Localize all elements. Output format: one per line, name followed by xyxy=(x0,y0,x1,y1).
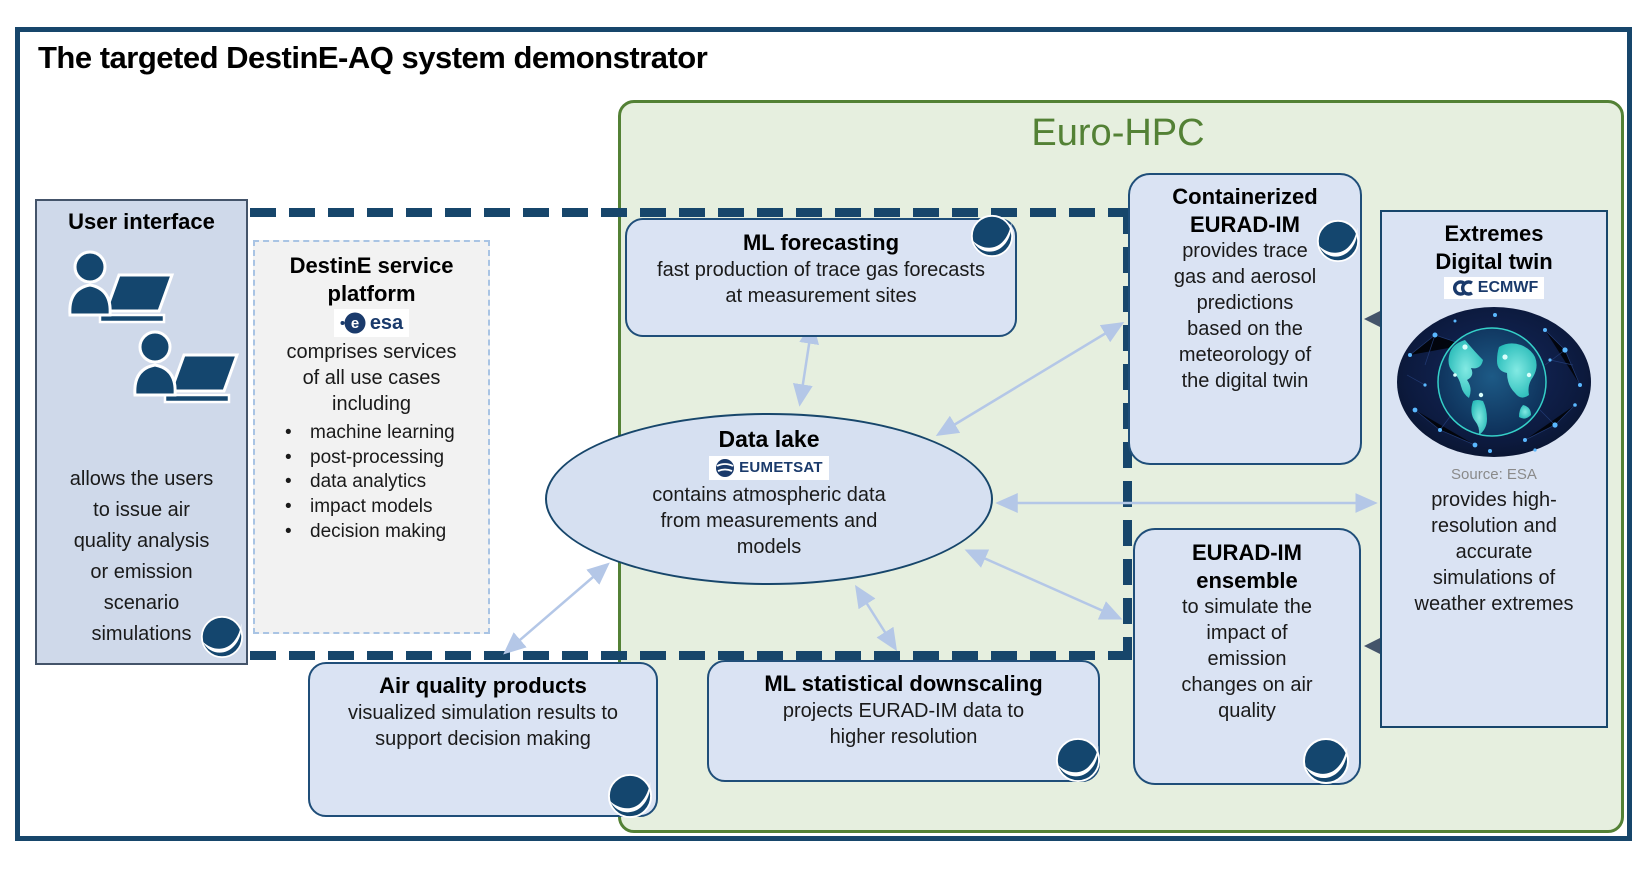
list-item: decision making xyxy=(285,520,485,545)
eurad-ensemble-text: to simulate the impact of emission chang… xyxy=(1181,596,1313,722)
destine-platform-intro: comprises services of all use cases incl… xyxy=(286,341,457,415)
eumetsat-logo: EUMETSAT xyxy=(709,455,829,480)
esa-globe-icon: e xyxy=(340,312,366,334)
destine-service-platform-box: DestinE service platform e esa comprises… xyxy=(253,240,490,634)
globe-image xyxy=(1397,307,1591,457)
destine-platform-bullet-list: machine learning post-processing data an… xyxy=(255,421,488,544)
juelich-logo-icon xyxy=(1055,737,1101,783)
extremes-twin-title: Extremes Digital twin xyxy=(1435,221,1553,274)
containerized-eurad-title: Containerized EURAD-IM xyxy=(1172,184,1318,237)
eumetsat-globe-icon xyxy=(716,458,735,477)
page-title: The targeted DestinE-AQ system demonstra… xyxy=(38,40,708,75)
ecmwf-logo-text: ECMWF xyxy=(1477,279,1539,296)
destine-platform-title: DestinE service platform xyxy=(289,253,454,306)
juelich-logo-icon xyxy=(200,615,244,659)
air-quality-products-box: Air quality products visualized simulati… xyxy=(308,662,658,817)
containerized-eurad-text: provides trace gas and aerosol predictio… xyxy=(1173,240,1317,392)
ml-forecasting-box: ML forecasting fast production of trace … xyxy=(625,218,1017,337)
eurad-ensemble-title: EURAD-IM ensemble xyxy=(1192,540,1302,593)
ml-forecasting-title: ML forecasting xyxy=(742,230,900,255)
air-quality-text: visualized simulation results to support… xyxy=(347,701,619,750)
svg-text:e: e xyxy=(351,315,359,332)
globe-source-caption: Source: ESA xyxy=(1451,466,1537,483)
ml-downscaling-text: projects EURAD-IM data to higher resolut… xyxy=(782,699,1025,748)
ml-downscaling-title: ML statistical downscaling xyxy=(764,671,1043,696)
user-interface-box: User interface allows the users to issue… xyxy=(35,199,248,665)
ml-forecasting-text: fast production of trace gas forecasts a… xyxy=(657,258,985,307)
user-interface-title: User interface xyxy=(68,209,215,234)
dashed-link-right xyxy=(1123,208,1132,660)
list-item: impact models xyxy=(285,495,485,520)
user-interface-text: allows the users to issue air quality an… xyxy=(69,467,214,645)
air-quality-title: Air quality products xyxy=(379,673,587,698)
user-laptop-icon xyxy=(68,250,175,324)
eumetsat-logo-text: EUMETSAT xyxy=(739,459,823,477)
extremes-twin-text: provides high-resolution and accurate si… xyxy=(1414,489,1574,615)
ml-downscaling-box: ML statistical downscaling projects EURA… xyxy=(707,660,1100,782)
ecmwf-mark-icon xyxy=(1452,280,1473,296)
esa-logo: e esa xyxy=(333,309,410,337)
juelich-logo-icon xyxy=(1316,219,1360,263)
juelich-logo-icon xyxy=(970,214,1014,258)
containerized-eurad-box: Containerized EURAD-IM provides trace ga… xyxy=(1128,173,1362,465)
ecmwf-logo: ECMWF xyxy=(1443,277,1545,299)
list-item: post-processing xyxy=(285,446,485,471)
juelich-logo-icon xyxy=(607,773,653,819)
data-lake-text: contains atmospheric data from measureme… xyxy=(652,483,886,558)
euro-hpc-label: Euro-HPC xyxy=(1031,112,1205,154)
esa-logo-text: esa xyxy=(369,311,404,334)
list-item: machine learning xyxy=(285,421,485,446)
data-lake-ellipse: Data lake EUMETSAT contains atmospheric … xyxy=(545,413,993,585)
dashed-link-top xyxy=(250,208,1132,217)
list-item: data analytics xyxy=(285,470,485,495)
extremes-digital-twin-box: Extremes Digital twin ECMWF xyxy=(1380,210,1608,728)
user-laptop-icon xyxy=(133,330,240,404)
data-lake-title: Data lake xyxy=(718,426,820,452)
dashed-link-bottom xyxy=(250,651,1132,660)
juelich-logo-icon xyxy=(1303,738,1349,784)
